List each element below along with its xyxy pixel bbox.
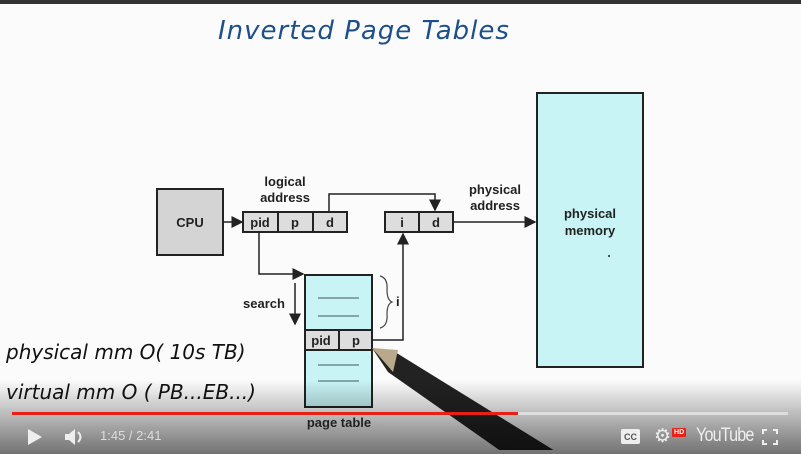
handwritten-note-virtual: virtual mm O ( PB...EB...) [6, 380, 256, 404]
field-p: p [291, 215, 299, 230]
physical-address-label-2: address [470, 198, 520, 213]
logical-address-label: logical [264, 174, 305, 189]
fullscreen-button[interactable] [760, 427, 780, 447]
gear-icon: ⚙ [654, 426, 672, 447]
search-label: search [243, 296, 285, 311]
top-edge [0, 0, 801, 4]
volume-button[interactable] [62, 426, 88, 448]
cc-icon: CC [624, 431, 637, 442]
time-display: 1:45 / 2:41 [100, 428, 162, 443]
progress-bar[interactable] [12, 412, 788, 415]
settings-button[interactable]: ⚙ HD [654, 426, 690, 448]
slide-title: Inverted Page Tables [218, 16, 510, 46]
physical-memory-label: physical [564, 206, 616, 221]
field-pid: pid [250, 215, 270, 230]
play-button[interactable] [24, 426, 46, 448]
video-frame[interactable]: Inverted Page Tables CPU logical address… [0, 4, 801, 454]
play-icon [28, 429, 42, 445]
field-d: d [326, 215, 334, 230]
current-time: 1:45 [100, 428, 126, 443]
fullscreen-icon [762, 429, 778, 445]
field-i: i [400, 215, 404, 230]
player-controls: 1:45 / 2:41 CC ⚙ HD YouTube [0, 424, 801, 450]
physical-address-label: physical [469, 182, 521, 197]
physical-memory-box [536, 92, 644, 368]
duration: 2:41 [136, 428, 162, 443]
field-d-physical: d [432, 215, 440, 230]
volume-icon [65, 429, 82, 445]
youtube-logo[interactable]: YouTube [696, 425, 754, 446]
cpu-label: CPU [176, 215, 203, 230]
handwritten-note-physical: physical mm O( 10s TB) [6, 340, 246, 364]
controls-gradient [0, 380, 801, 454]
brace-label: i [396, 294, 400, 309]
physical-memory-label-2: memory [565, 223, 616, 238]
logical-address-label-2: address [260, 190, 310, 205]
entry-p: p [352, 333, 360, 348]
entry-pid: pid [311, 333, 331, 348]
progress-fill [12, 412, 518, 415]
page-table-label: page table [306, 415, 372, 430]
captions-button[interactable]: CC [621, 429, 640, 444]
hd-badge: HD [672, 427, 687, 437]
